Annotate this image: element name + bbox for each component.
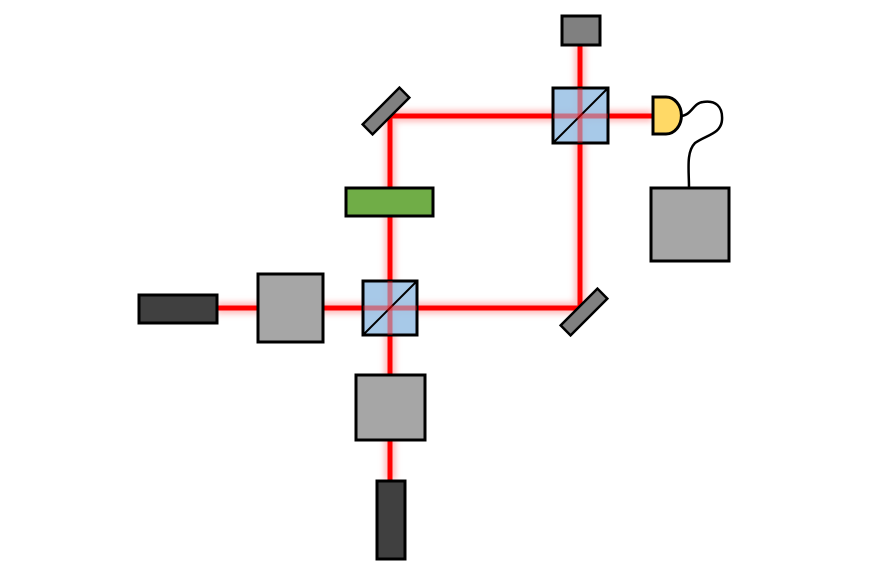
optical-module-bottom — [354, 373, 427, 442]
laser-bottom — [375, 479, 407, 561]
readout-box — [649, 186, 731, 263]
phase-plate — [344, 186, 435, 218]
beam-block-top — [560, 14, 602, 47]
optical-module-left — [256, 272, 325, 344]
beam-splitter-lower — [361, 279, 419, 337]
photodetector — [651, 95, 683, 136]
laser-left — [137, 293, 219, 325]
detector-cable — [680, 100, 724, 189]
mirror-bottom-right — [558, 286, 610, 338]
mirror-top-left — [360, 85, 412, 137]
beam-splitter-upper — [551, 86, 610, 145]
